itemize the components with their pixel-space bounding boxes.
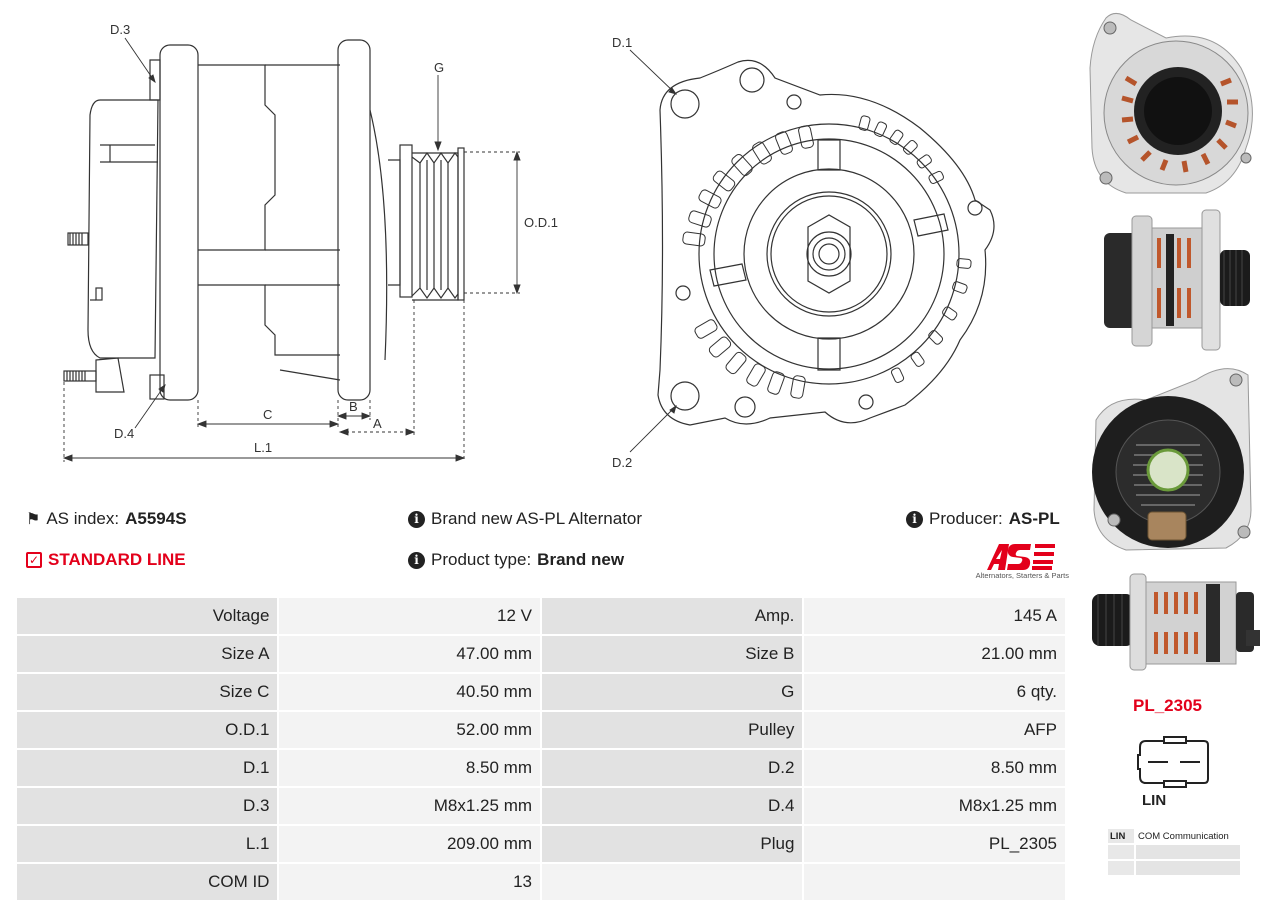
spec-key: Pulley: [542, 712, 803, 748]
photo-angle-view[interactable]: [1086, 562, 1266, 682]
label-a: A: [373, 416, 382, 431]
label-g: G: [434, 60, 444, 75]
as-index-label: AS index:: [46, 509, 120, 528]
spec-key: G: [542, 674, 803, 710]
spec-value: 6 qty.: [804, 674, 1065, 710]
standard-line-row: ✓ STANDARD LINE: [26, 550, 186, 570]
label-d1: D.1: [612, 35, 632, 50]
terminal-key: [1108, 845, 1134, 859]
terminal-desc: [1136, 845, 1240, 859]
product-description: Brand new AS-PL Alternator: [431, 509, 643, 528]
spec-key: Size A: [17, 636, 278, 672]
label-l1: L.1: [254, 440, 272, 455]
table-row: [1108, 861, 1240, 875]
spec-value: PL_2305: [804, 826, 1065, 862]
photo-rear-view[interactable]: [1086, 360, 1266, 560]
label-d2: D.2: [612, 455, 632, 470]
photo-front-view[interactable]: [1086, 8, 1261, 196]
info-icon: i: [906, 510, 923, 528]
spec-value: 52.00 mm: [279, 712, 541, 748]
spec-value: 21.00 mm: [804, 636, 1065, 672]
logo-caption: Alternators, Starters & Parts: [975, 571, 1069, 580]
spec-value: M8x1.25 mm: [804, 788, 1065, 824]
side-view-drawing: D.3 G O.D.1 C B A D.4 L.1: [62, 22, 558, 462]
photo-side-view[interactable]: [1084, 198, 1264, 358]
spec-key: L.1: [17, 826, 278, 862]
terminal-key: [1108, 861, 1134, 875]
label-d4: D.4: [114, 426, 134, 441]
terminal-desc: COM Communication: [1136, 829, 1240, 843]
spec-value: 145 A: [804, 598, 1065, 634]
label-d3: D.3: [110, 22, 130, 37]
table-row: Size C 40.50 mm G 6 qty.: [17, 674, 1065, 710]
table-row: COM ID 13: [17, 864, 1065, 900]
spec-key: D.4: [542, 788, 803, 824]
plug-connector-icon: [1137, 736, 1209, 788]
tags-icon: ⚑: [26, 511, 41, 528]
spec-value: 8.50 mm: [804, 750, 1065, 786]
spec-key: D.2: [542, 750, 803, 786]
checkbox-icon: ✓: [26, 552, 42, 568]
terminal-desc: [1136, 861, 1240, 875]
product-type-row: i Product type: Brand new: [408, 550, 624, 570]
plug-code[interactable]: PL_2305: [1133, 696, 1202, 715]
plug-name: LIN: [1142, 792, 1167, 809]
table-row: Voltage 12 V Amp. 145 A: [17, 598, 1065, 634]
producer-row: i Producer: AS-PL: [906, 509, 1060, 529]
table-row: LIN COM Communication: [1108, 829, 1240, 843]
spec-key: D.1: [17, 750, 278, 786]
table-row: D.1 8.50 mm D.2 8.50 mm: [17, 750, 1065, 786]
spec-key: COM ID: [17, 864, 278, 900]
producer-label: Producer:: [929, 509, 1003, 528]
spec-value: M8x1.25 mm: [279, 788, 541, 824]
spec-value: 13: [279, 864, 541, 900]
spec-empty-cell: [542, 864, 803, 900]
info-icon: i: [408, 551, 425, 569]
table-row: [1108, 845, 1240, 859]
spec-value: AFP: [804, 712, 1065, 748]
spec-key: O.D.1: [17, 712, 278, 748]
label-b: B: [349, 399, 358, 414]
producer-value: AS-PL: [1008, 509, 1060, 528]
spec-value: 12 V: [279, 598, 541, 634]
label-od1: O.D.1: [524, 215, 558, 230]
specs-table: Voltage 12 V Amp. 145 A Size A 47.00 mm …: [15, 596, 1067, 902]
info-icon: i: [408, 510, 425, 528]
table-row: Size A 47.00 mm Size B 21.00 mm: [17, 636, 1065, 672]
description-row: i Brand new AS-PL Alternator: [408, 509, 642, 529]
product-type-value: Brand new: [537, 550, 625, 569]
spec-value: 47.00 mm: [279, 636, 541, 672]
spec-key: Size B: [542, 636, 803, 672]
label-c: C: [263, 407, 272, 422]
terminal-key: LIN: [1108, 829, 1134, 843]
as-pl-logo: [987, 544, 1055, 570]
spec-key: Voltage: [17, 598, 278, 634]
terminal-table: LIN COM Communication: [1106, 827, 1242, 877]
spec-key: Size C: [17, 674, 278, 710]
table-row: O.D.1 52.00 mm Pulley AFP: [17, 712, 1065, 748]
spec-value: 8.50 mm: [279, 750, 541, 786]
product-type-label: Product type:: [431, 550, 532, 569]
spec-key: Amp.: [542, 598, 803, 634]
spec-key: Plug: [542, 826, 803, 862]
as-index-value: A5594S: [125, 509, 187, 528]
standard-line-label: STANDARD LINE: [48, 550, 186, 569]
spec-key: D.3: [17, 788, 278, 824]
table-row: D.3 M8x1.25 mm D.4 M8x1.25 mm: [17, 788, 1065, 824]
spec-value: 40.50 mm: [279, 674, 541, 710]
spec-empty-cell: [804, 864, 1065, 900]
table-row: L.1 209.00 mm Plug PL_2305: [17, 826, 1065, 862]
as-index-row: ⚑ AS index: A5594S: [26, 509, 187, 529]
spec-value: 209.00 mm: [279, 826, 541, 862]
front-view-drawing: D.1 D.2: [612, 35, 995, 470]
